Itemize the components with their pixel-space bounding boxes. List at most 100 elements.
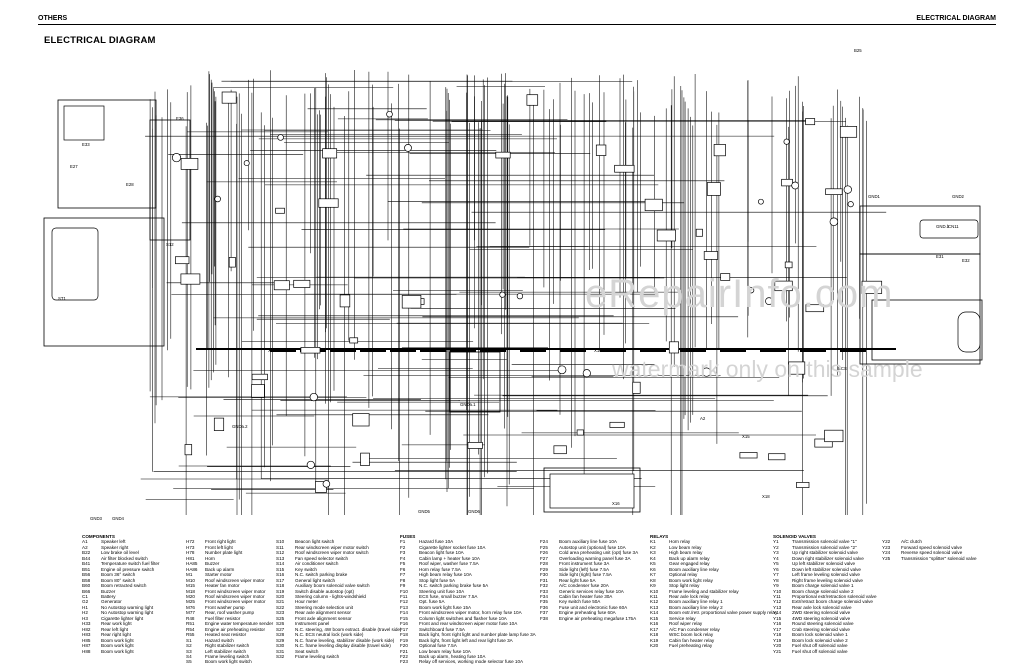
section-title-right: ELECTRICAL DIAGRAM <box>916 15 996 22</box>
component-box <box>401 295 422 309</box>
diagram-label: E32 <box>962 258 970 263</box>
component-box <box>349 337 359 344</box>
component-box <box>553 445 567 455</box>
legend-code: F28 <box>540 561 548 567</box>
legend-code: R54 <box>186 626 195 632</box>
legend-code: Y11 <box>773 593 781 599</box>
legend-description: Fuel shut off solenoid valve <box>792 643 848 649</box>
legend-description: Front right light <box>205 539 236 545</box>
legend-code: F8 <box>400 577 406 583</box>
legend-description: Boom auxiliary line relay 2 <box>669 604 723 610</box>
legend-code: H33 <box>82 621 91 627</box>
component-lamp <box>171 153 182 163</box>
legend-description: Autostop unit (optional) fuse 10A <box>559 544 626 550</box>
component-box <box>228 257 236 268</box>
legend-code: B44 <box>82 555 91 561</box>
legend-code: F22 <box>400 653 408 659</box>
legend-code: HA85 <box>186 561 198 567</box>
component-box <box>644 198 663 212</box>
legend-description: Instrument panel <box>295 621 330 627</box>
legend-code: F38 <box>540 615 548 621</box>
legend-description: Engine oil pressure switch <box>101 566 155 572</box>
legend-code: F9 <box>400 583 406 589</box>
legend-code: K19 <box>650 637 659 643</box>
legend-code: Y1 <box>773 539 779 545</box>
component-lamp <box>758 198 764 205</box>
legend-code: R48 <box>186 615 195 621</box>
component-box <box>595 144 607 156</box>
legend-code: S12 <box>276 550 285 556</box>
legend-description: Gear engaged relay <box>669 561 710 567</box>
keypad-panel <box>51 227 99 301</box>
legend-code: B41 <box>82 561 91 567</box>
legend-code: F21 <box>400 648 408 654</box>
legend-code: M20 <box>186 593 195 599</box>
legend-description: Horn relay fuse 7.5A <box>419 566 461 572</box>
legend-description: Auxiliary boom solenoid valve switch <box>295 583 370 589</box>
legend-code: B51 <box>82 566 91 572</box>
diagram-frame <box>43 217 165 347</box>
component-box <box>180 273 201 285</box>
legend-row: B41 Temperature switch fuel filter <box>82 561 159 566</box>
component-lamp <box>582 369 591 378</box>
component-box <box>526 94 539 106</box>
legend-code: Y13 <box>773 604 782 610</box>
component-box <box>784 261 793 269</box>
diagram-frame <box>859 253 981 365</box>
legend-code: F10 <box>400 588 408 594</box>
legend-code: Y20 <box>773 643 782 649</box>
legend-description: Boom auxiliary line relay <box>669 566 719 572</box>
legend-code: Y17 <box>773 626 782 632</box>
legend-description: Boom retracted switch <box>101 583 147 589</box>
legend-description: Temperature switch fuel filter <box>101 561 160 567</box>
component-box <box>861 280 883 294</box>
legend-description: Transmission "splitter" solenoid valve <box>901 555 977 561</box>
legend-description: Stop light relay <box>669 583 700 589</box>
legend-code: S25 <box>276 615 285 621</box>
legend-description: Hazard switch <box>205 637 234 643</box>
legend-description: Heater fan motor <box>205 583 240 589</box>
legend-description: N.C. frame leveling, stabilizer disable … <box>295 637 395 643</box>
legend-description: Forward speed solenoid valve <box>901 544 963 550</box>
legend-code: H85 <box>82 637 91 643</box>
legend-description: Boom charge solenoid valve 1 <box>792 583 854 589</box>
component-box <box>695 228 703 237</box>
legend-description: A/C clutch <box>901 539 922 545</box>
legend-code: H3 <box>82 615 88 621</box>
legend-code: F19 <box>400 637 408 643</box>
legend-description: N.C. switch parking brake <box>295 572 348 578</box>
legend-description: Frame leveling switch <box>205 653 250 659</box>
diagram-label: GND4 <box>112 516 125 521</box>
legend-description: Transmission solenoid valve "1" <box>792 539 857 545</box>
bus-bar <box>196 348 896 350</box>
legend-description: Boom 80° switch <box>101 577 136 583</box>
legend-code: K12 <box>650 599 659 605</box>
